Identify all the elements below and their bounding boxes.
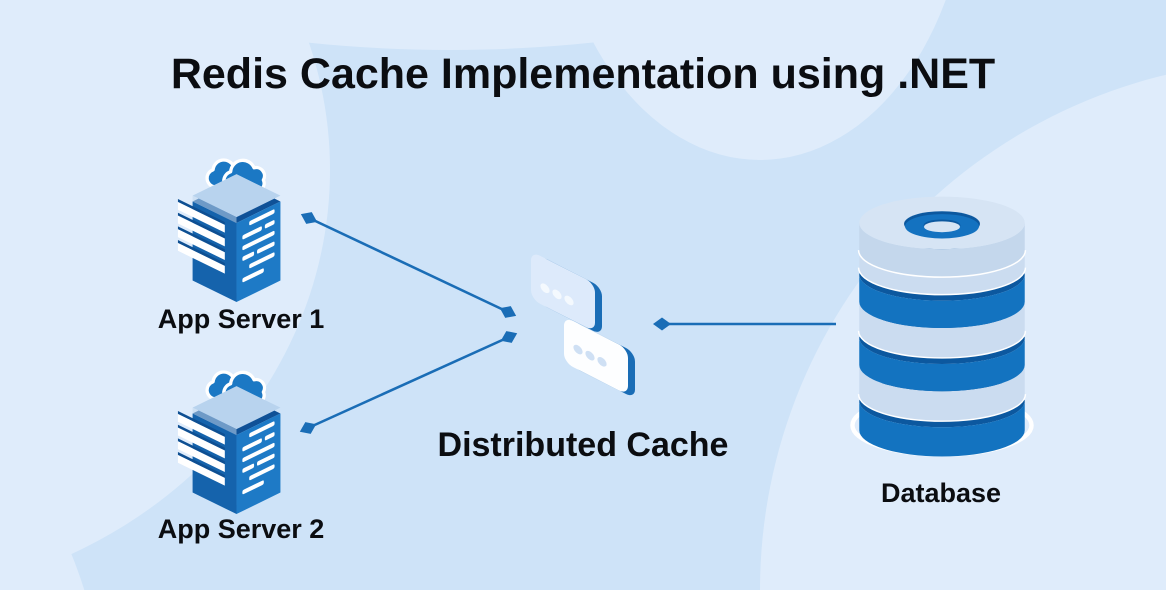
cache-card-back: [531, 254, 602, 332]
distributed-cache-label: Distributed Cache: [437, 426, 729, 464]
cache-cards-icon: [531, 254, 635, 396]
database-cylinder-icon: [850, 196, 1034, 457]
cloud-server-icon: [176, 140, 298, 304]
connector-appserver2-cache: [299, 331, 518, 434]
cache-card-front: [564, 319, 635, 396]
connector-appserver1-cache: [300, 212, 517, 318]
diamond-arrowhead: [653, 317, 671, 331]
diamond-arrowhead: [300, 212, 318, 224]
cloud-server-icon: [176, 352, 298, 516]
diagram-title: Redis Cache Implementation using .NET: [170, 50, 996, 98]
database-top-ring: [904, 211, 980, 239]
database-label: Database: [880, 478, 1002, 508]
diamond-arrowhead: [299, 422, 317, 434]
app-server-2-label: App Server 2: [157, 514, 325, 544]
connector-database-cache: [653, 317, 836, 331]
diamond-arrowhead: [500, 331, 518, 343]
app-server-1-label: App Server 1: [157, 304, 325, 334]
diamond-arrowhead: [499, 306, 517, 318]
